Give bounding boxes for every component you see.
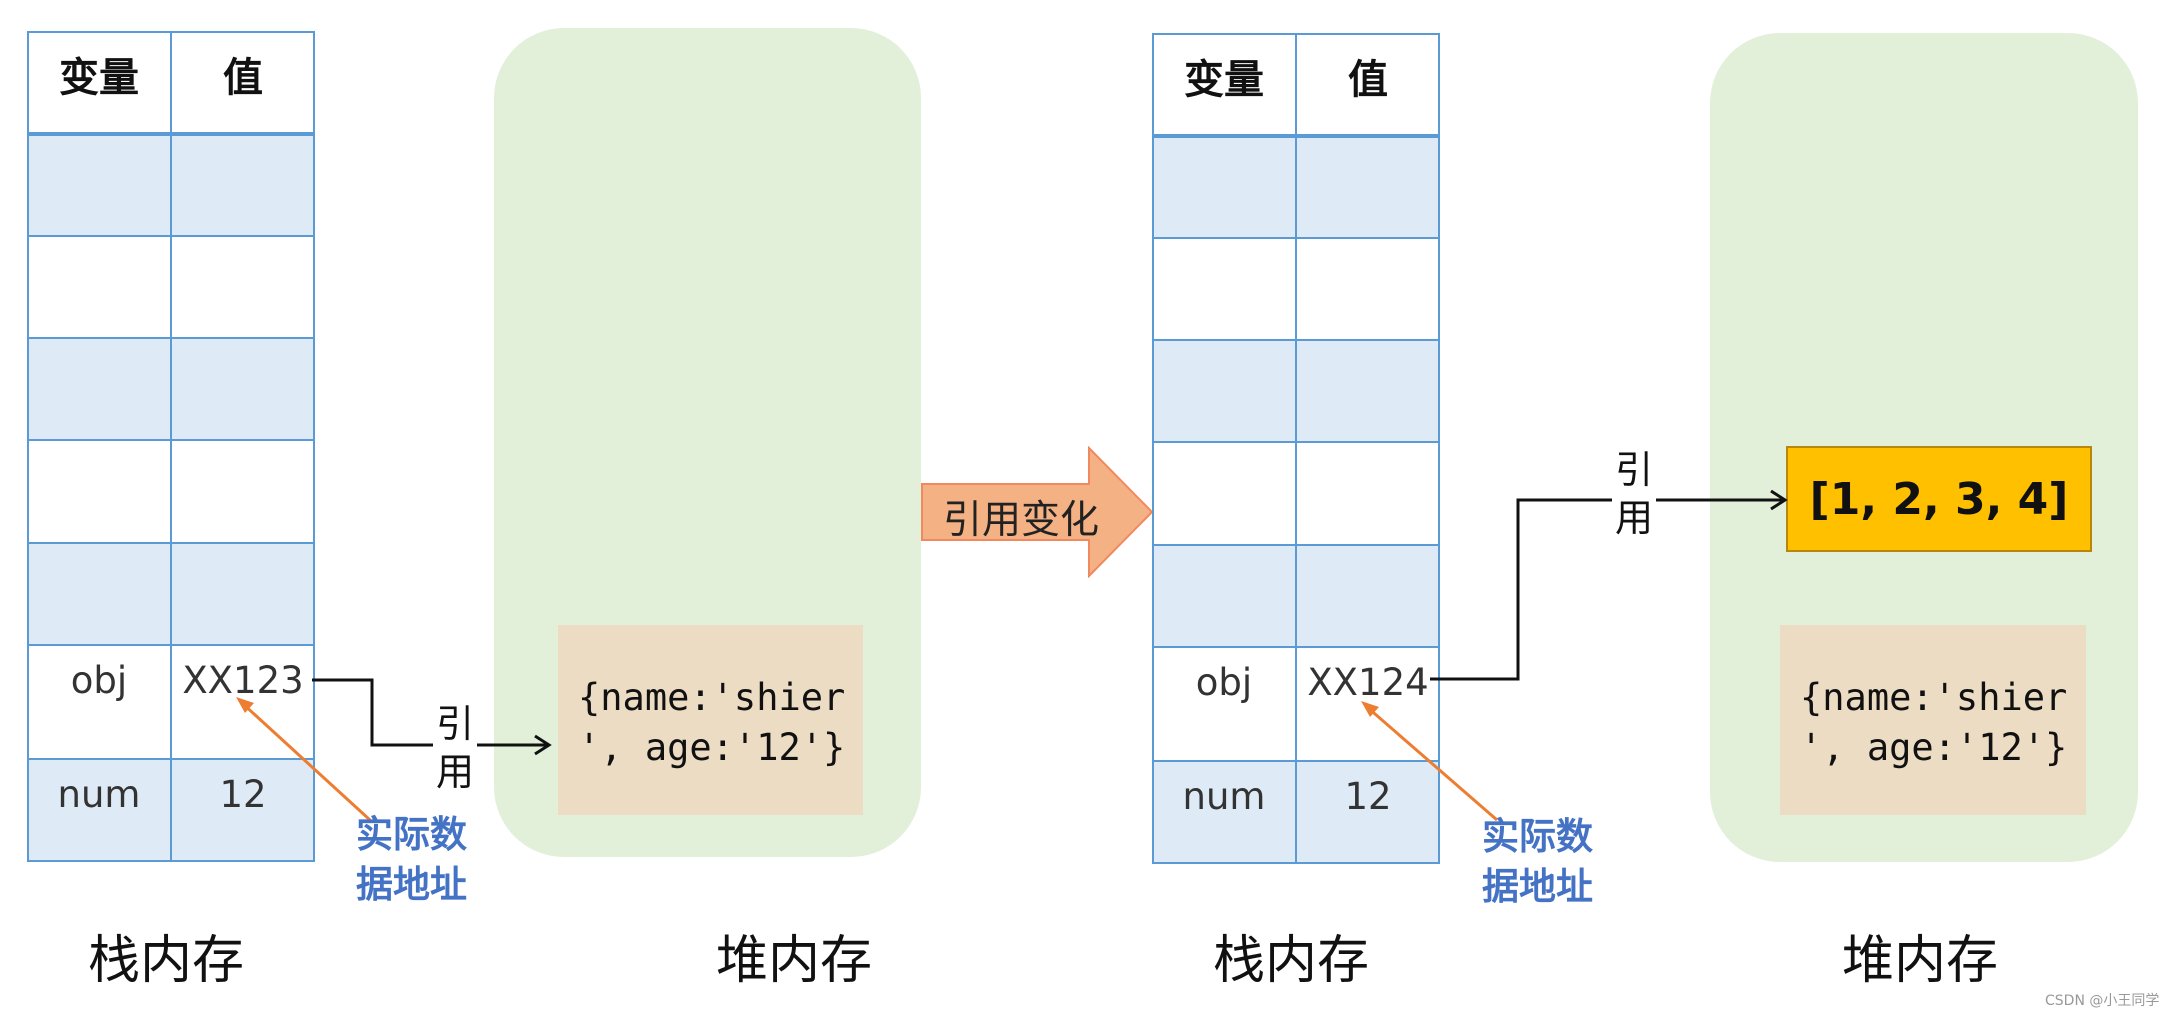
transition-label: 引用变化	[943, 498, 1100, 543]
left-table-header: 变量 值	[27, 31, 315, 134]
left-heap-object: {name:'shier ', age:'12'}	[558, 625, 863, 815]
right-address-annotation: 实际数 据地址	[1482, 815, 1593, 908]
watermark: CSDN @小王同学	[2045, 993, 2160, 1009]
left-stack-table: 变量 值 obj XX123 num 12	[27, 31, 315, 862]
right-stack-grid	[1152, 33, 1440, 864]
transition-arrow	[921, 446, 1154, 578]
right-header-value: 值	[1348, 57, 1388, 103]
left-address-annotation: 实际数 据地址	[356, 813, 467, 906]
right-row-obj: obj XX124	[1152, 647, 1440, 761]
left-header-variable: 变量	[59, 55, 139, 101]
left-reference-label: 引 用	[433, 700, 477, 796]
right-stack-table: 变量 值 obj XX124 num 12	[1152, 33, 1440, 864]
right-heap-label: 堆内存	[1842, 931, 1999, 991]
right-num-val: 12	[1344, 775, 1392, 818]
right-obj-val: XX124	[1307, 661, 1429, 704]
left-num-val: 12	[219, 773, 267, 816]
right-heap-object: {name:'shier ', age:'12'}	[1780, 625, 2086, 815]
left-obj-var: obj	[70, 659, 128, 702]
right-table-header: 变量 值	[1152, 33, 1440, 136]
right-heap-array: [1, 2, 3, 4]	[1786, 446, 2092, 552]
left-obj-val: XX123	[182, 659, 304, 702]
left-heap-label: 堆内存	[716, 931, 873, 991]
right-obj-var: obj	[1195, 661, 1253, 704]
left-row-num: num 12	[27, 759, 315, 862]
right-row-num: num 12	[1152, 761, 1440, 864]
left-stack-label: 栈内存	[88, 931, 245, 991]
right-num-var: num	[1182, 775, 1266, 818]
left-stack-grid	[27, 31, 315, 862]
right-reference-label: 引 用	[1612, 446, 1656, 542]
right-header-variable: 变量	[1184, 57, 1264, 103]
right-stack-label: 栈内存	[1213, 931, 1370, 991]
left-num-var: num	[57, 773, 141, 816]
left-header-value: 值	[223, 55, 263, 101]
left-row-obj: obj XX123	[27, 645, 315, 759]
